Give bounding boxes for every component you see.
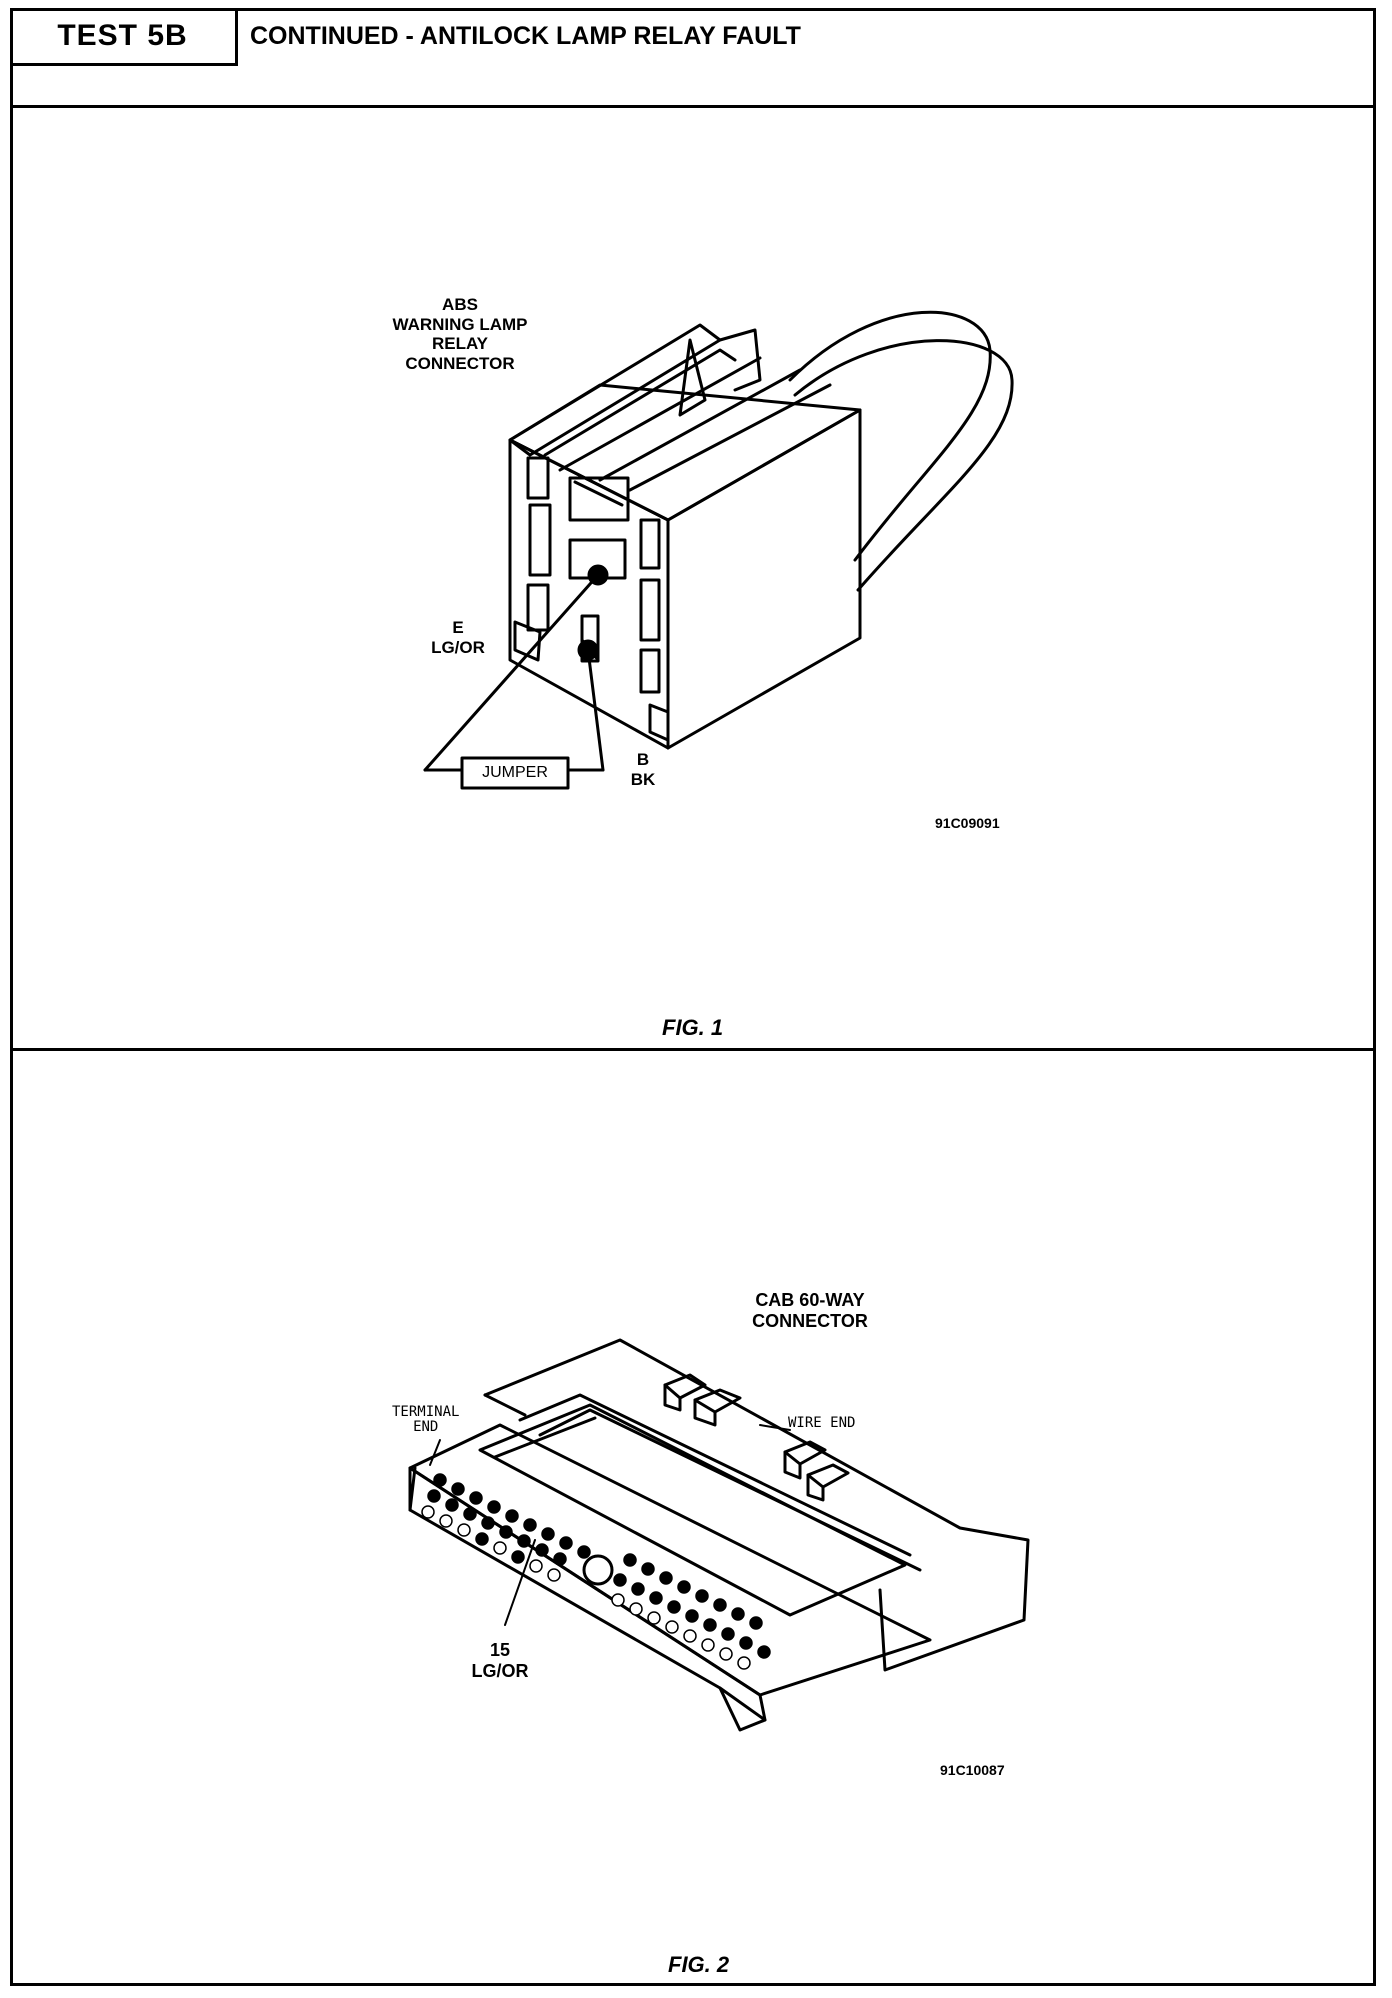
- callout-line: WARNING LAMP: [392, 314, 528, 334]
- pin-e-wire: LG/OR: [431, 637, 485, 657]
- pin-15-wire: LG/OR: [471, 1660, 529, 1681]
- terminal-end-line: END: [413, 1418, 439, 1435]
- terminal-end-label: TERMINAL END: [392, 1405, 459, 1434]
- test-id-box: TEST 5B: [10, 8, 238, 66]
- fig2-ref-code: 91C10087: [940, 1762, 1005, 1778]
- pin-b-letter: B: [636, 750, 650, 769]
- callout-line: CONNECTOR: [405, 353, 515, 373]
- callout-line: CAB 60-WAY: [755, 1290, 865, 1310]
- terminal-end-line: TERMINAL: [392, 1404, 460, 1420]
- pin-b-label: B BK: [618, 750, 668, 789]
- figure-separator: [10, 1048, 1376, 1051]
- fig1-ref-code: 91C09091: [935, 815, 1000, 831]
- pin-b-wire: BK: [630, 769, 656, 789]
- jumper-label: JUMPER: [482, 764, 548, 781]
- fig1-connector-callout: ABS WARNING LAMP RELAY CONNECTOR: [370, 295, 550, 373]
- fig1-caption: FIG. 1: [662, 1015, 724, 1040]
- test-id: TEST 5B: [57, 18, 188, 52]
- callout-line: CONNECTOR: [752, 1310, 868, 1331]
- pin-15-label: 15 LG/OR: [460, 1640, 540, 1681]
- pin-15-number: 15: [489, 1640, 511, 1660]
- pin-e-letter: E: [452, 618, 464, 637]
- callout-line: ABS: [442, 295, 478, 314]
- callout-line: RELAY: [431, 334, 489, 354]
- fig2-caption: FIG. 2: [668, 1952, 730, 1977]
- fig2-connector-callout: CAB 60-WAY CONNECTOR: [730, 1290, 890, 1331]
- page-header: TEST 5B CONTINUED - ANTILOCK LAMP RELAY …: [10, 8, 1376, 108]
- page-frame: [10, 8, 1376, 1986]
- page-title: CONTINUED - ANTILOCK LAMP RELAY FAULT: [250, 22, 801, 50]
- pin-e-label: E LG/OR: [418, 618, 498, 657]
- wire-end-label: WIRE END: [788, 1415, 856, 1431]
